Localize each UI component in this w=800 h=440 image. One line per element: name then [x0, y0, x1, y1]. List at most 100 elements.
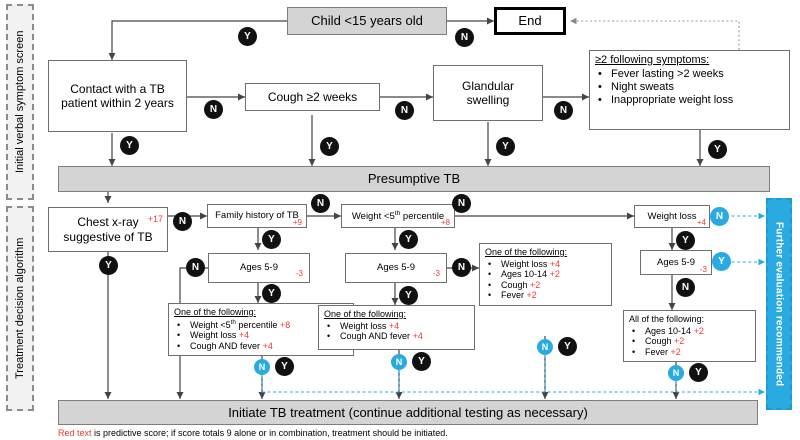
score-weight-loss: +4	[696, 217, 706, 227]
badge-n-ages-b: N	[452, 258, 471, 277]
node-two-following-symptoms[interactable]: ≥2 following symptoms: Fever lasting >2 …	[589, 50, 790, 130]
node-ages-5-9-c-label: Ages 5-9	[656, 256, 696, 268]
badge-y-ages-b: Y	[399, 286, 418, 305]
badge-y-family-history: Y	[262, 230, 281, 249]
bar-presumptive-tb: Presumptive TB	[58, 166, 770, 192]
one-of-c-item: Weight loss +4	[485, 259, 607, 270]
score-chest-xray: +17	[147, 214, 163, 224]
node-glandular-line1: Glandular	[461, 78, 515, 93]
badge-y-one-of-a: Y	[275, 357, 294, 376]
panel-left-top-label: Initial verbal symptom screen	[14, 30, 26, 174]
all-of-item: Cough +2	[629, 336, 751, 347]
badge-label: Y	[281, 361, 288, 372]
badge-n-cough: N	[395, 101, 414, 120]
node-glandular-swelling[interactable]: Glandular swelling	[433, 65, 543, 121]
badge-y-one-of-b: Y	[412, 352, 431, 371]
badge-n-one-of-c: N	[537, 339, 553, 355]
badge-label: N	[715, 211, 724, 222]
badge-label: N	[460, 32, 469, 43]
badge-n-one-of-b: N	[391, 354, 407, 370]
node-weight-loss[interactable]: Weight loss +4	[634, 205, 710, 228]
badge-label: Y	[714, 144, 721, 155]
weight-pct-post: percentile	[400, 210, 445, 222]
one-of-b-item: Cough AND fever +4	[324, 331, 470, 342]
footnote: Red text is predictive score; if score t…	[58, 428, 448, 438]
badge-y-ages-a: Y	[262, 284, 281, 303]
node-family-history-label: Family history of TB	[215, 210, 299, 222]
badge-label: N	[400, 105, 409, 116]
one-of-a-title: One of the following:	[174, 307, 257, 317]
node-all-of-following[interactable]: All of the following: Ages 10-14 +2 Coug…	[623, 310, 756, 362]
node-ages-5-9-a[interactable]: Ages 5-9 -3	[208, 253, 310, 283]
one-of-c-item: Cough +2	[485, 280, 607, 291]
badge-label: N	[209, 104, 218, 115]
badge-n-child: N	[455, 28, 474, 47]
badge-y-weight-percentile: Y	[399, 230, 418, 249]
badge-n-one-of-a: N	[254, 359, 270, 375]
score-weight-percentile: +8	[440, 217, 450, 227]
all-of-item: Ages 10-14 +2	[629, 326, 751, 337]
symptoms-item: Fever lasting >2 weeks	[595, 68, 785, 81]
badge-label: N	[178, 216, 187, 227]
footnote-red: Red text	[58, 428, 92, 438]
footnote-rest: is predictive score; if score totals 9 a…	[91, 428, 448, 438]
badge-n-all-of: N	[668, 365, 684, 381]
score-ages-5-9-b: -3	[432, 268, 440, 278]
bar-initiate-tb-treatment: Initiate TB treatment (continue addition…	[58, 400, 758, 425]
badge-label: Y	[244, 31, 251, 42]
badge-label: Y	[326, 141, 333, 152]
panel-left-bottom-label: Treatment decision algorithm	[14, 237, 26, 380]
badge-n-contact: N	[204, 100, 223, 119]
one-of-a-item: Weight <5th percentile +8	[174, 319, 349, 331]
badge-label: Y	[564, 341, 571, 352]
node-family-history[interactable]: Family history of TB +9	[207, 204, 307, 228]
badge-n-weight-loss: N	[710, 207, 729, 226]
badge-n-chest-xray: N	[173, 212, 192, 231]
node-chest-xray-line1: Chest x-ray	[77, 215, 139, 230]
node-child-label: Child <15 years old	[311, 13, 423, 29]
bar-presumptive-label: Presumptive TB	[367, 171, 461, 187]
badge-y-ages-c: Y	[712, 252, 731, 271]
all-of-item: Fever +2	[629, 347, 751, 358]
badge-y-child: Y	[238, 27, 257, 46]
node-tb-contact-line1: Contact with a TB	[70, 81, 165, 96]
one-of-a-item: Weight loss +4	[174, 330, 349, 341]
node-ages-5-9-b-label: Ages 5-9	[376, 262, 416, 274]
badge-n-ages-c: N	[676, 278, 695, 297]
badge-n-glandular: N	[554, 101, 573, 120]
badge-label: Y	[126, 140, 133, 151]
node-one-of-following-b[interactable]: One of the following: Weight loss +4 Cou…	[318, 305, 475, 350]
badge-label: Y	[502, 141, 509, 152]
node-end[interactable]: End	[494, 7, 566, 35]
node-tb-contact[interactable]: Contact with a TB patient within 2 years	[48, 60, 187, 132]
node-cough-2-weeks[interactable]: Cough ≥2 weeks	[245, 83, 380, 111]
panel-treatment-decision-algorithm: Treatment decision algorithm	[6, 206, 34, 411]
badge-label: N	[316, 198, 325, 209]
badge-y-one-of-c: Y	[558, 337, 577, 356]
node-child-under-15[interactable]: Child <15 years old	[287, 7, 447, 35]
weight-pct-sup: th	[394, 209, 401, 217]
one-of-a-item: Cough AND fever +4	[174, 341, 349, 352]
badge-label: Y	[105, 260, 112, 271]
node-one-of-following-c[interactable]: One of the following: Weight loss +4 Age…	[479, 243, 612, 306]
badge-label: N	[681, 282, 690, 293]
node-weight-percentile[interactable]: Weight <5th percentile +8	[341, 204, 455, 228]
badge-label: Y	[718, 256, 725, 267]
badge-label: Y	[268, 288, 275, 299]
badge-label: Y	[268, 234, 275, 245]
badge-label: Y	[418, 356, 425, 367]
badge-label: N	[395, 357, 403, 367]
badge-label: N	[457, 198, 466, 209]
badge-n-family-history: N	[311, 194, 330, 213]
badge-label: N	[258, 362, 266, 372]
badge-label: N	[559, 105, 568, 116]
node-chest-xray[interactable]: Chest x-ray suggestive of TB +17	[48, 207, 168, 252]
score-ages-5-9-a: -3	[295, 268, 303, 278]
badge-label: N	[672, 368, 680, 378]
one-of-b-item: Weight loss +4	[324, 321, 470, 332]
node-ages-5-9-c[interactable]: Ages 5-9 -3	[640, 250, 712, 275]
badge-y-glandular: Y	[496, 137, 515, 156]
node-ages-5-9-a-label: Ages 5-9	[239, 262, 279, 274]
node-ages-5-9-b[interactable]: Ages 5-9 -3	[345, 253, 447, 283]
